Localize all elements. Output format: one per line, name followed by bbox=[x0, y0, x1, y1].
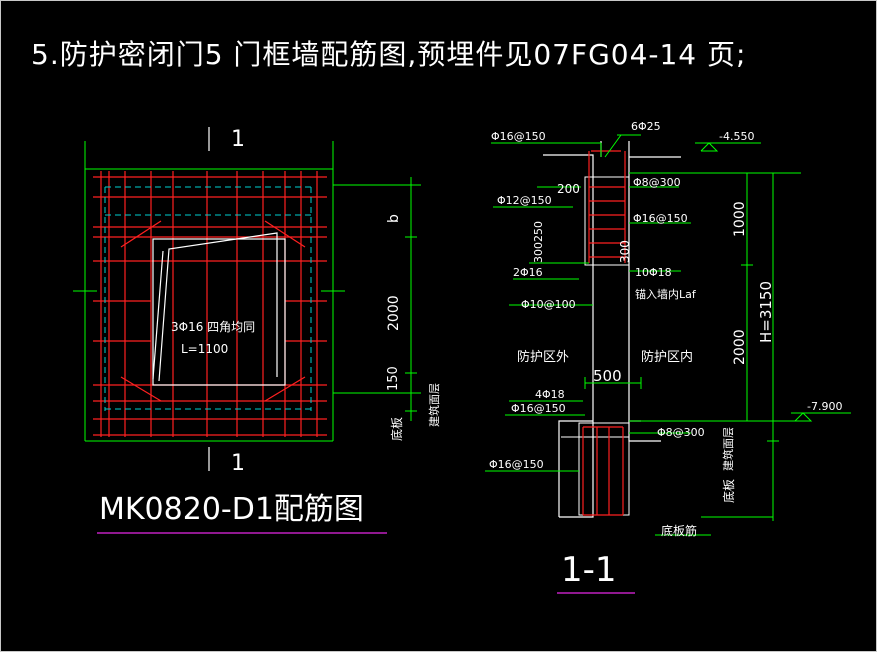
label-dim-2000: 2000 bbox=[732, 329, 748, 365]
section-mark-top: 1 bbox=[231, 127, 245, 152]
label-zone-outside: 防护区外 bbox=[517, 350, 570, 365]
label-elev-top: -4.550 bbox=[719, 130, 755, 143]
elevation-frame bbox=[73, 141, 345, 442]
rebar-note-length: L=1100 bbox=[181, 342, 229, 356]
section-rebar bbox=[582, 150, 626, 516]
section-wall-outline bbox=[543, 141, 681, 518]
elevation-dashed bbox=[104, 186, 312, 411]
section-label-slab: 底板 bbox=[722, 478, 736, 503]
section-mark-bottom: 1 bbox=[231, 451, 245, 476]
label-phi16-150-d: Φ16@150 bbox=[489, 458, 544, 471]
elevation-rebar bbox=[93, 171, 327, 437]
label-dim-300: 300 bbox=[618, 240, 632, 263]
elevation-dim-150: 150 bbox=[386, 366, 401, 391]
label-elev-bottom: -7.900 bbox=[807, 400, 843, 413]
elevation-dim-b: b bbox=[386, 214, 402, 223]
door-opening bbox=[152, 232, 286, 386]
elevation-dim-2000: 2000 bbox=[386, 295, 402, 331]
label-10phi18: 10Φ18 bbox=[635, 266, 672, 279]
rebar-note-corners: 3Φ16 四角均同 bbox=[171, 320, 256, 334]
label-phi10-100: Φ10@100 bbox=[521, 298, 576, 311]
drawing-title: 5.防护密闭门5 门框墙配筋图,预埋件见07FG04-14 页; bbox=[31, 38, 747, 71]
label-dim-200: 200 bbox=[557, 182, 580, 196]
label-4phi18: 4Φ18 bbox=[535, 388, 565, 401]
label-height: H=3150 bbox=[757, 280, 775, 343]
label-dim-300250: 300250 bbox=[532, 221, 545, 263]
label-phi8-300-b: Φ8@300 bbox=[657, 426, 705, 439]
label-phi16-150-a: Φ16@150 bbox=[491, 130, 546, 143]
label-top-rebar: 6Φ25 bbox=[631, 120, 661, 133]
elevation-label-finish: 建筑面层 bbox=[428, 383, 441, 427]
section-dim-chain bbox=[629, 172, 851, 521]
label-phi12-150: Φ12@150 bbox=[497, 194, 552, 207]
label-dim-500: 500 bbox=[593, 367, 622, 385]
label-anchor-note: 锚入墙内Laf bbox=[635, 288, 696, 301]
section-caption: 1-1 bbox=[561, 550, 617, 590]
label-phi8-300-a: Φ8@300 bbox=[633, 176, 681, 189]
label-2phi16: 2Φ16 bbox=[513, 266, 543, 279]
elevation-dims bbox=[333, 177, 421, 421]
elevation-label-slab: 底板 bbox=[390, 416, 404, 441]
label-zone-inside: 防护区内 bbox=[641, 350, 694, 365]
elevation-caption: MK0820-D1配筋图 bbox=[99, 492, 364, 527]
label-bottom-rebar: 底板筋 bbox=[661, 524, 698, 538]
section-label-finish: 建筑面层 bbox=[722, 427, 735, 471]
label-phi16-150-c: Φ16@150 bbox=[511, 402, 566, 415]
section-concrete bbox=[561, 176, 630, 516]
section-leaders bbox=[485, 134, 761, 536]
label-phi16-150-b: Φ16@150 bbox=[633, 212, 688, 225]
label-dim-1000: 1000 bbox=[732, 201, 748, 237]
